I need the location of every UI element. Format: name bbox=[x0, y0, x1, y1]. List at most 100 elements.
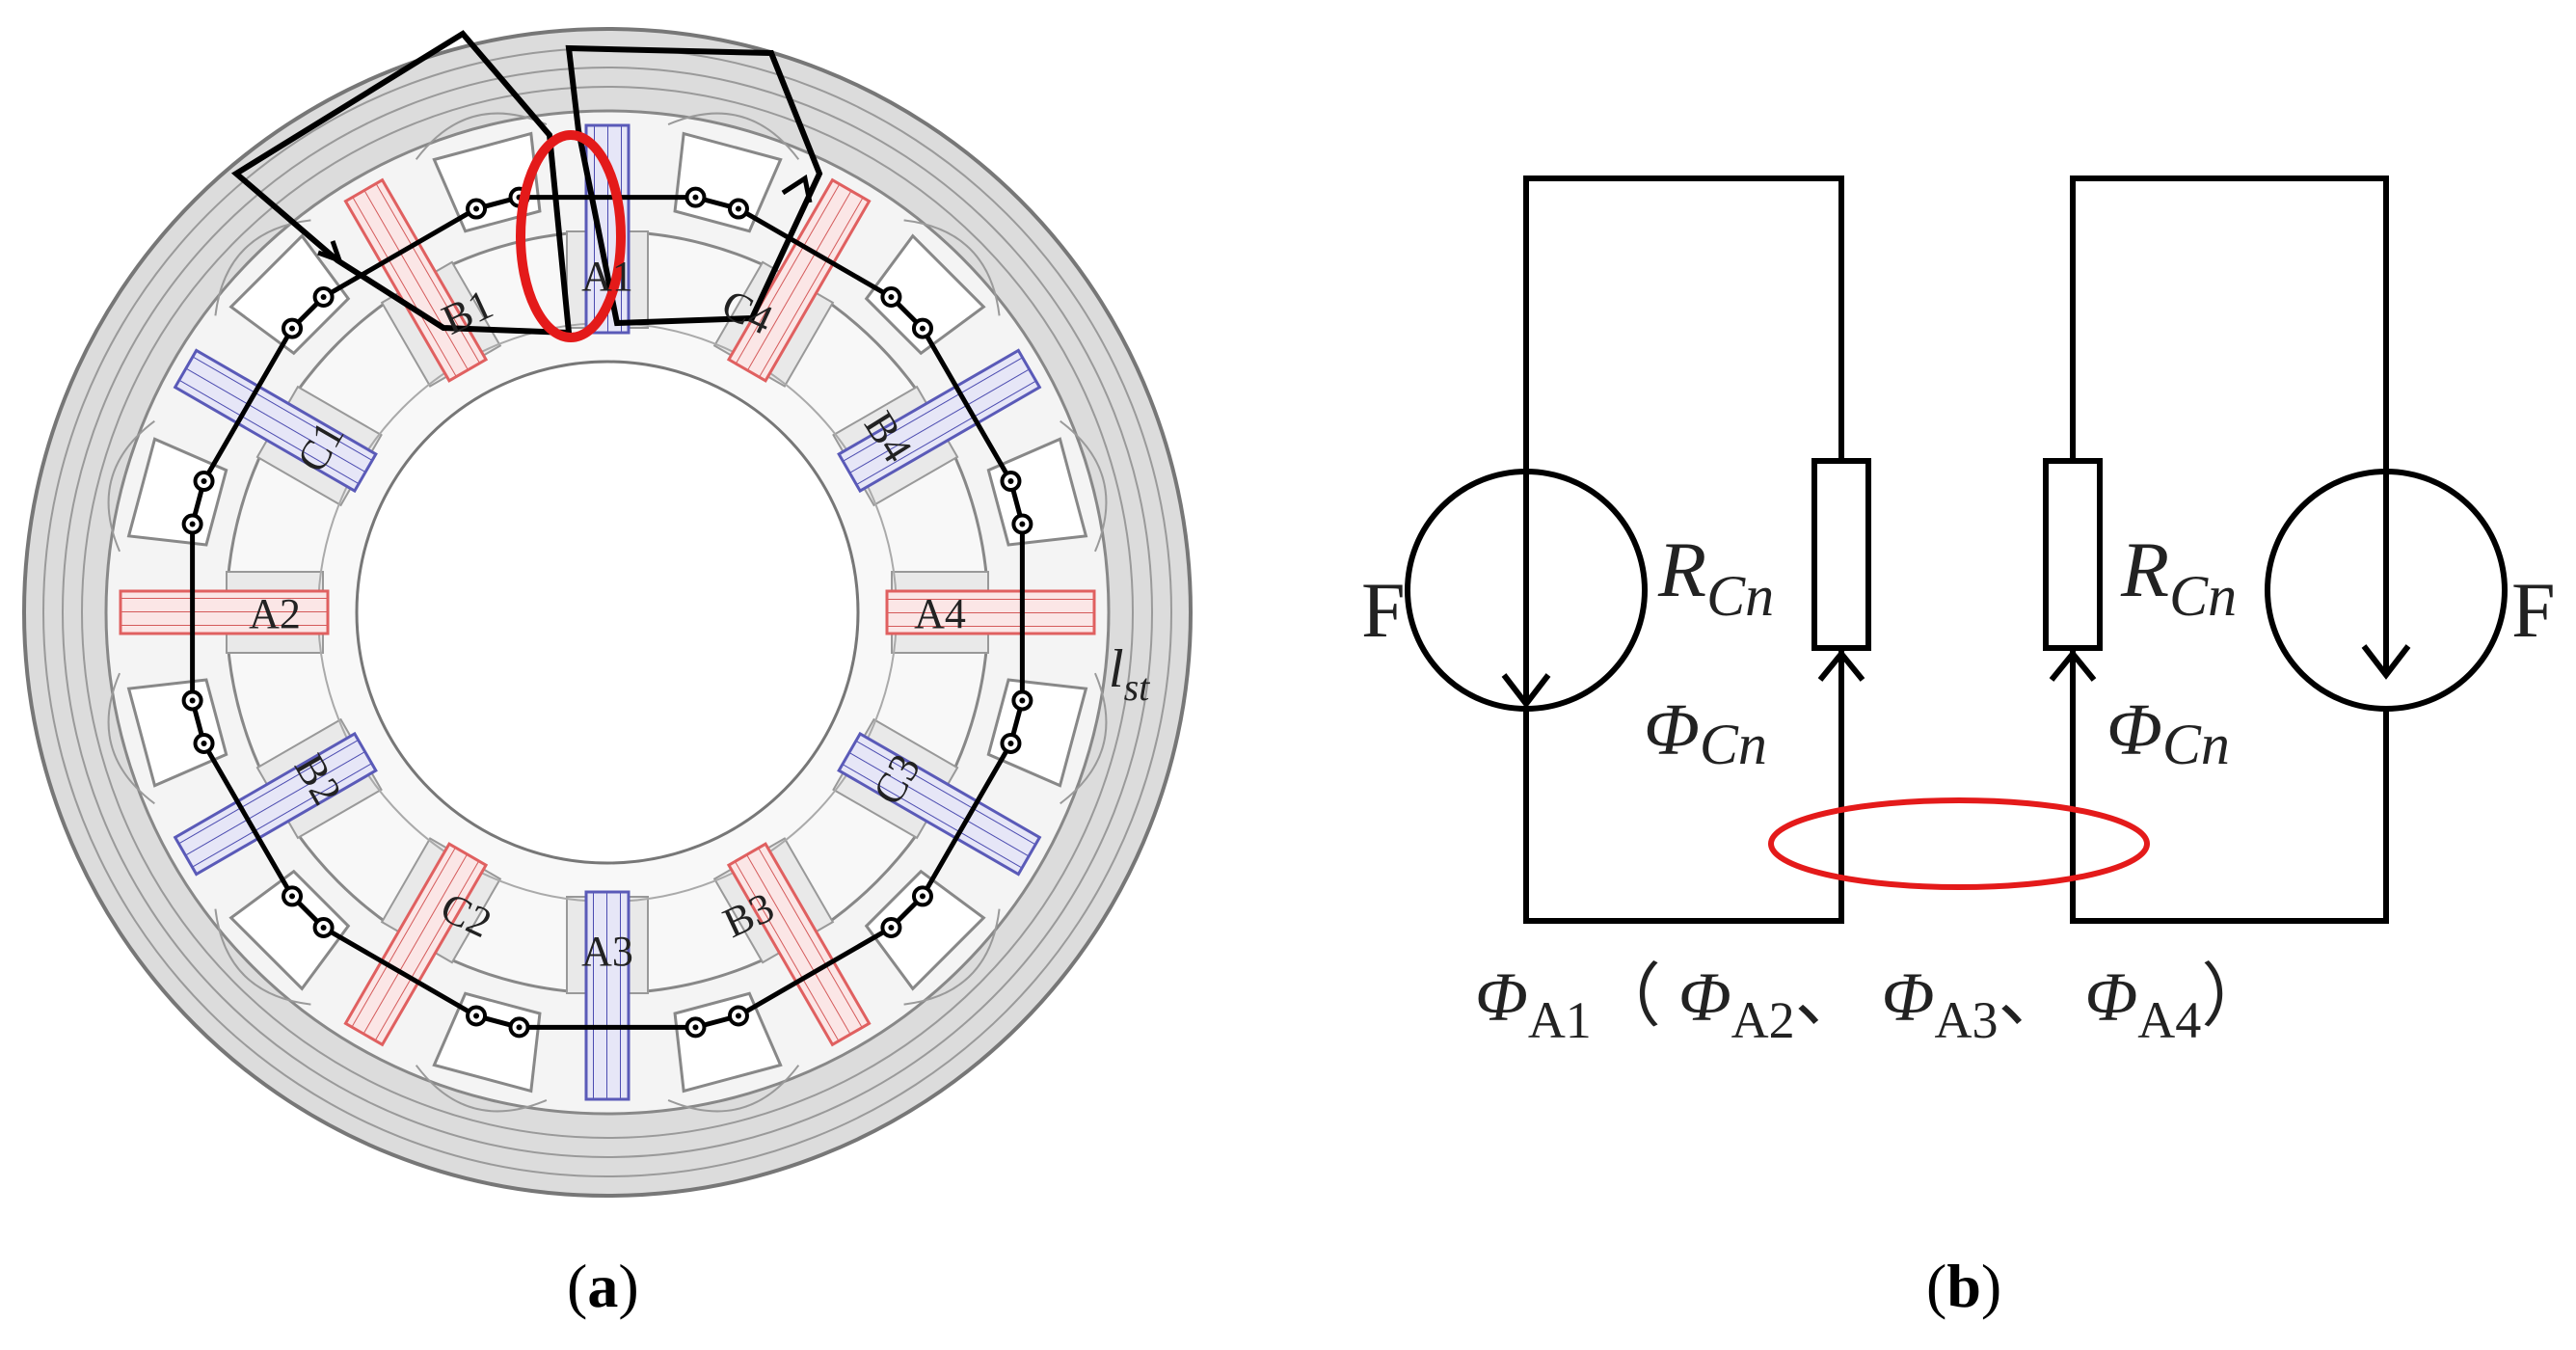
left-loop-wire-bottom bbox=[1523, 648, 1844, 924]
stator-field-line bbox=[667, 112, 800, 160]
stator-slot bbox=[107, 419, 228, 553]
winding-terminal-dot bbox=[201, 478, 207, 485]
flux-arrow-left bbox=[1817, 649, 1865, 682]
left-loop-wire bbox=[1523, 176, 1844, 472]
winding-terminal-dot bbox=[189, 697, 196, 704]
winding-terminal-dot bbox=[919, 325, 926, 332]
blue-coil-winding bbox=[837, 348, 1042, 494]
stator-slot-opening bbox=[432, 131, 542, 233]
stator-slot-opening bbox=[673, 991, 783, 1094]
stator-field-line bbox=[214, 908, 311, 1006]
stator-slot bbox=[415, 112, 548, 233]
stator-coil bbox=[584, 890, 631, 1101]
winding-terminal-dot bbox=[735, 1012, 741, 1019]
right-loop-wire bbox=[2070, 176, 2389, 472]
stator-slot-opening bbox=[986, 437, 1088, 547]
stator-slot-opening bbox=[864, 869, 986, 991]
stator-slot-opening bbox=[228, 233, 351, 356]
winding-terminal-dot bbox=[320, 294, 327, 301]
flux-arrow-left bbox=[317, 240, 344, 265]
winding-terminal-dot bbox=[516, 1024, 523, 1031]
stator-coil bbox=[837, 348, 1042, 494]
coil-label: A4 bbox=[914, 590, 966, 637]
stator-coil bbox=[173, 731, 378, 877]
red-coil-winding bbox=[119, 589, 330, 635]
red-coil-winding bbox=[726, 842, 872, 1047]
reluctance-label-left: RCn bbox=[1657, 526, 1774, 628]
flux-arrow-right bbox=[781, 174, 813, 203]
stator-slots bbox=[107, 112, 1108, 1113]
stator-slot-opening bbox=[864, 233, 986, 356]
stator-field-line bbox=[903, 219, 1001, 316]
stator-slot-opening bbox=[126, 437, 228, 547]
blue-coil-winding bbox=[584, 890, 631, 1101]
stator-slot bbox=[667, 112, 800, 233]
source-label-left: F bbox=[1361, 566, 1406, 654]
rotor-bore bbox=[355, 360, 860, 865]
highlight-ellipse-a1 bbox=[516, 130, 626, 342]
blue-coil-winding bbox=[837, 731, 1042, 877]
flux-label-left: ΦCn bbox=[1644, 689, 1767, 776]
mmf-source-right-arrow bbox=[2361, 644, 2411, 680]
caption-a: (a) bbox=[567, 1252, 639, 1320]
stator-slot bbox=[214, 869, 351, 1006]
stator-slot bbox=[667, 991, 800, 1113]
winding-terminal-dot bbox=[1019, 521, 1026, 527]
red-coil-winding bbox=[343, 842, 489, 1047]
flux-arrow-right bbox=[2049, 649, 2097, 682]
right-loop-wire-bottom bbox=[2070, 648, 2389, 924]
highlight-ellipse-circuit bbox=[1768, 797, 2150, 890]
stator-field-line bbox=[415, 112, 548, 160]
winding-terminal-dot bbox=[919, 893, 926, 900]
winding-terminal-dot bbox=[473, 205, 480, 212]
stator-coil bbox=[119, 589, 330, 635]
stator-slot-opening bbox=[228, 869, 351, 991]
winding-terminal-dot bbox=[473, 1012, 480, 1019]
stator-slot-opening bbox=[673, 131, 783, 233]
winding-terminal-dot bbox=[735, 205, 741, 212]
winding-terminal-dot bbox=[201, 740, 207, 746]
stator-slot-opening bbox=[432, 991, 542, 1094]
stator-coil bbox=[726, 177, 872, 383]
winding-terminal-dot bbox=[289, 893, 296, 900]
stator-slot bbox=[986, 672, 1108, 805]
stator-coil bbox=[885, 589, 1096, 635]
winding-terminal-dot bbox=[189, 521, 196, 527]
stator-slot bbox=[864, 869, 1001, 1006]
red-coil-winding bbox=[885, 589, 1096, 635]
stator-field-line bbox=[415, 1065, 548, 1113]
stack-length-label: lst bbox=[1109, 639, 1150, 709]
winding-terminal-dot bbox=[692, 194, 699, 201]
stator-slot bbox=[214, 219, 351, 356]
winding-terminal-dot bbox=[888, 294, 895, 301]
winding-terminal-dot bbox=[1007, 478, 1014, 485]
winding-terminal-dot bbox=[692, 1024, 699, 1031]
coil-label: A3 bbox=[581, 928, 633, 975]
stator-coil bbox=[837, 731, 1042, 877]
mmf-source-left-arrow bbox=[1501, 673, 1551, 709]
winding-terminal-dot bbox=[320, 924, 327, 931]
phase-flux-label: ΦA1（ ΦA2、 ΦA3、 ΦA4） bbox=[1475, 958, 2270, 1049]
stator-slot-opening bbox=[126, 678, 228, 788]
coil-label: A2 bbox=[249, 590, 301, 637]
flux-path-right bbox=[565, 44, 823, 327]
coil-group bbox=[119, 123, 1096, 1101]
flux-label-right: ΦCn bbox=[2106, 689, 2230, 776]
blue-coil-winding bbox=[173, 348, 378, 494]
winding-terminal-dot bbox=[289, 325, 296, 332]
source-label-right: F bbox=[2511, 566, 2556, 654]
stator-coil bbox=[726, 842, 872, 1047]
winding-terminal-dot bbox=[1007, 740, 1014, 746]
stator-coil bbox=[173, 348, 378, 494]
panel-b-magnetic-circuit bbox=[1405, 176, 2508, 924]
winding-terminal-dot bbox=[888, 924, 895, 931]
reluctance-right bbox=[2043, 458, 2103, 651]
stator-field-line bbox=[62, 67, 1153, 1158]
winding-terminal-dot bbox=[1019, 697, 1026, 704]
stator-field-line bbox=[107, 419, 155, 553]
stator-field-line bbox=[81, 86, 1134, 1139]
stator-field-line bbox=[903, 908, 1001, 1006]
panel-b-labels: F F RCn RCn ΦCn ΦCn ΦA1（ ΦA2、 ΦA3、 ΦA4） … bbox=[1361, 526, 2556, 1320]
stator-field-line bbox=[107, 672, 155, 805]
